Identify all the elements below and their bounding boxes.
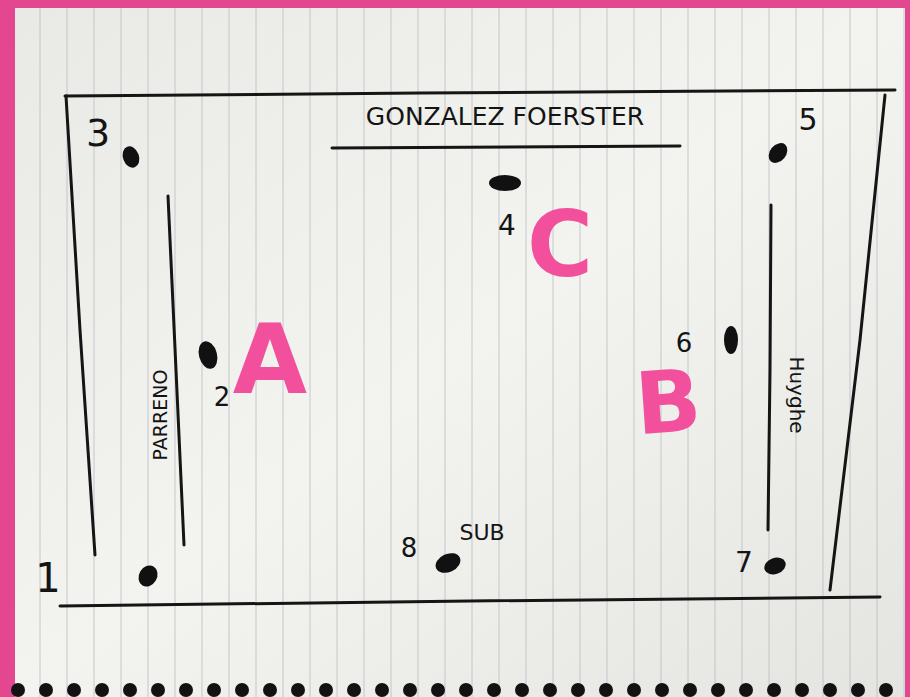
spiral-binding (11, 683, 893, 697)
sub-note: SUB (459, 522, 504, 544)
zone-letter: C (527, 200, 593, 290)
callout-number: 6 (676, 330, 693, 356)
paper (15, 8, 905, 697)
callout-number: 1 (35, 558, 60, 598)
wall-artist-name: Huyghe (787, 356, 807, 433)
zone-letter: B (632, 357, 703, 447)
room-outline (60, 90, 895, 606)
interior-walls (168, 146, 771, 545)
callout-number: 5 (798, 105, 817, 135)
ruled-lines (15, 8, 905, 697)
callout-number: 2 (214, 384, 231, 410)
callout-number: 4 (498, 212, 516, 240)
wall-artist-name: PARRENO (151, 370, 170, 461)
callout-number: 8 (401, 535, 418, 561)
callout-number: 7 (735, 549, 753, 577)
position-dots (120, 139, 791, 590)
wall-artist-name: GONZALEZ FOERSTER (366, 104, 644, 129)
callout-number: 3 (86, 114, 110, 152)
zone-letter: A (233, 312, 307, 408)
